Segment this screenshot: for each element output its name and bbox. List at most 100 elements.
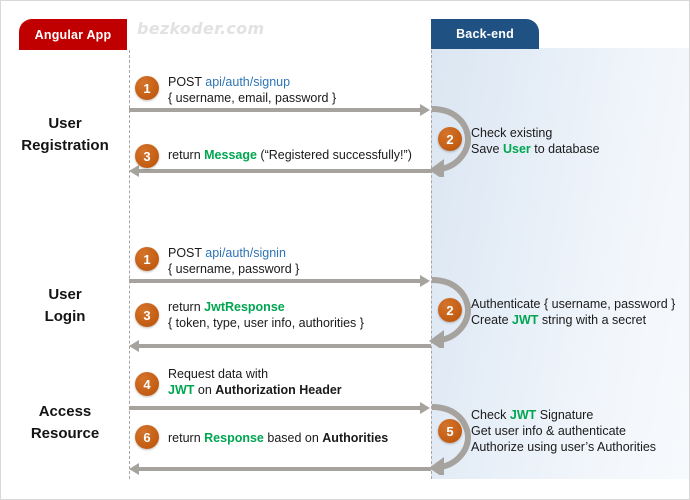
message-segment: Authorities <box>322 431 389 445</box>
message-segment: { token, type, user info, authorities } <box>168 316 364 330</box>
arrow-line-step-1-signup <box>129 108 421 112</box>
server-actor-label: Back-end <box>456 27 514 41</box>
step-badge-5-check-jwt: 5 <box>438 419 462 443</box>
step-badge-3-message: 3 <box>135 144 159 168</box>
message-segment: api/auth/signin <box>205 246 286 260</box>
step-badge-1-signup: 1 <box>135 76 159 100</box>
step-badge-6-response: 6 <box>135 425 159 449</box>
arrow-head-right-step-1-signup <box>420 104 430 116</box>
message-segment: { username, password } <box>168 262 300 276</box>
arrow-head-right-step-1-signin <box>420 275 430 287</box>
step-message-3-jwtresponse: return JwtResponse{ token, type, user in… <box>168 299 364 331</box>
step-message-1-signin: POST api/auth/signin{ username, password… <box>168 245 299 277</box>
message-line: Authenticate { username, password } <box>471 296 675 312</box>
message-segment: Signature <box>536 408 594 422</box>
arrow-head-left-step-3-jwtresponse <box>129 340 139 352</box>
step-badge-4-request-data: 4 <box>135 372 159 396</box>
server-actor-box: Back-end <box>431 19 539 49</box>
message-segment: on <box>194 383 216 397</box>
stage-label-line2: Resource <box>30 425 100 442</box>
step-badge-2-authenticate: 2 <box>438 298 462 322</box>
backend-lane-background <box>431 48 689 479</box>
message-segment: Check <box>471 408 510 422</box>
message-segment: based on <box>263 431 323 445</box>
message-line: JWT on Authorization Header <box>168 382 342 398</box>
step-message-1-signup: POST api/auth/signup{ username, email, p… <box>168 74 336 106</box>
stage-label-user-registration: User Registration <box>1 113 129 157</box>
message-line: { username, email, password } <box>168 90 336 106</box>
message-line: POST api/auth/signup <box>168 74 336 90</box>
arrow-head-left-step-3-message <box>129 165 139 177</box>
arrow-head-right-step-4-request-data <box>420 402 430 414</box>
stage-label-line1: User <box>48 115 82 132</box>
message-segment: api/auth/signup <box>205 75 291 89</box>
server-loop-arrow-step-2-authenticate <box>429 277 472 348</box>
message-line: return Response based on Authorities <box>168 430 388 446</box>
message-line: return Message (“Registered successfully… <box>168 147 412 163</box>
message-line: Authorize using user’s Authorities <box>471 439 656 455</box>
arrow-head-left-step-6-response <box>129 463 139 475</box>
server-loop-arrow-step-2-signup <box>429 106 472 177</box>
stage-label-access-resource: Access Resource <box>1 401 129 445</box>
message-segment: JwtResponse <box>204 300 285 314</box>
message-segment: (“Registered successfully!”) <box>256 148 412 162</box>
step-message-3-message: return Message (“Registered successfully… <box>168 147 412 163</box>
step-message-2-authenticate: Authenticate { username, password }Creat… <box>471 296 675 328</box>
stage-label-line1: User <box>48 286 82 303</box>
step-badge-1-signin: 1 <box>135 247 159 271</box>
message-line: Get user info & authenticate <box>471 423 656 439</box>
message-segment: User <box>502 142 531 156</box>
message-segment: JWT <box>168 383 195 397</box>
arrow-line-step-3-message <box>139 169 431 173</box>
message-segment: JWT <box>512 313 539 327</box>
step-message-6-response: return Response based on Authorities <box>168 430 388 446</box>
message-segment: Message <box>204 148 257 162</box>
message-segment: JWT <box>509 408 537 422</box>
message-segment: Authorize using user’s Authorities <box>471 440 657 454</box>
client-actor-label: Angular App <box>34 27 112 42</box>
message-segment: return <box>168 431 205 445</box>
stage-label-line1: Access <box>38 403 92 420</box>
message-segment: POST <box>168 246 206 260</box>
message-line: { username, password } <box>168 261 299 277</box>
message-line: return JwtResponse <box>168 299 364 315</box>
stage-label-user-login: User Login <box>1 284 129 328</box>
message-segment: POST <box>168 75 206 89</box>
step-badge-2-check-user: 2 <box>438 127 462 151</box>
message-line: Save User to database <box>471 141 600 157</box>
step-badge-3-jwtresponse: 3 <box>135 303 159 327</box>
arrow-line-step-1-signin <box>129 279 421 283</box>
message-segment: Save <box>471 142 503 156</box>
arrow-line-step-4-request-data <box>129 406 421 410</box>
arrow-line-step-6-response <box>139 467 431 471</box>
arrow-line-step-3-jwtresponse <box>139 344 431 348</box>
stage-label-line2: Registration <box>21 137 109 154</box>
message-segment: Get user info & authenticate <box>471 424 626 438</box>
message-segment: Check existing <box>471 126 553 140</box>
message-line: POST api/auth/signin <box>168 245 299 261</box>
client-lifeline <box>129 50 130 479</box>
message-segment: to database <box>530 142 600 156</box>
message-segment: Authorization Header <box>215 383 342 397</box>
server-loop-arrow-step-5-check-jwt <box>429 404 472 475</box>
server-lifeline <box>431 50 432 479</box>
message-segment: Request data with <box>168 367 269 381</box>
message-segment: string with a secret <box>538 313 647 327</box>
message-line: Request data with <box>168 366 342 382</box>
message-line: Create JWT string with a secret <box>471 312 675 328</box>
watermark-text: bezkoder.com <box>137 19 265 38</box>
message-segment: Create <box>471 313 512 327</box>
message-segment: return <box>168 148 205 162</box>
message-segment: { username, email, password } <box>168 91 337 105</box>
message-segment: Authenticate { username, password } <box>471 297 676 311</box>
message-line: { token, type, user info, authorities } <box>168 315 364 331</box>
message-segment: return <box>168 300 205 314</box>
message-segment: Response <box>204 431 264 445</box>
client-actor-box: Angular App <box>19 19 127 50</box>
stage-label-line2: Login <box>44 308 86 325</box>
message-line: Check existing <box>471 125 600 141</box>
